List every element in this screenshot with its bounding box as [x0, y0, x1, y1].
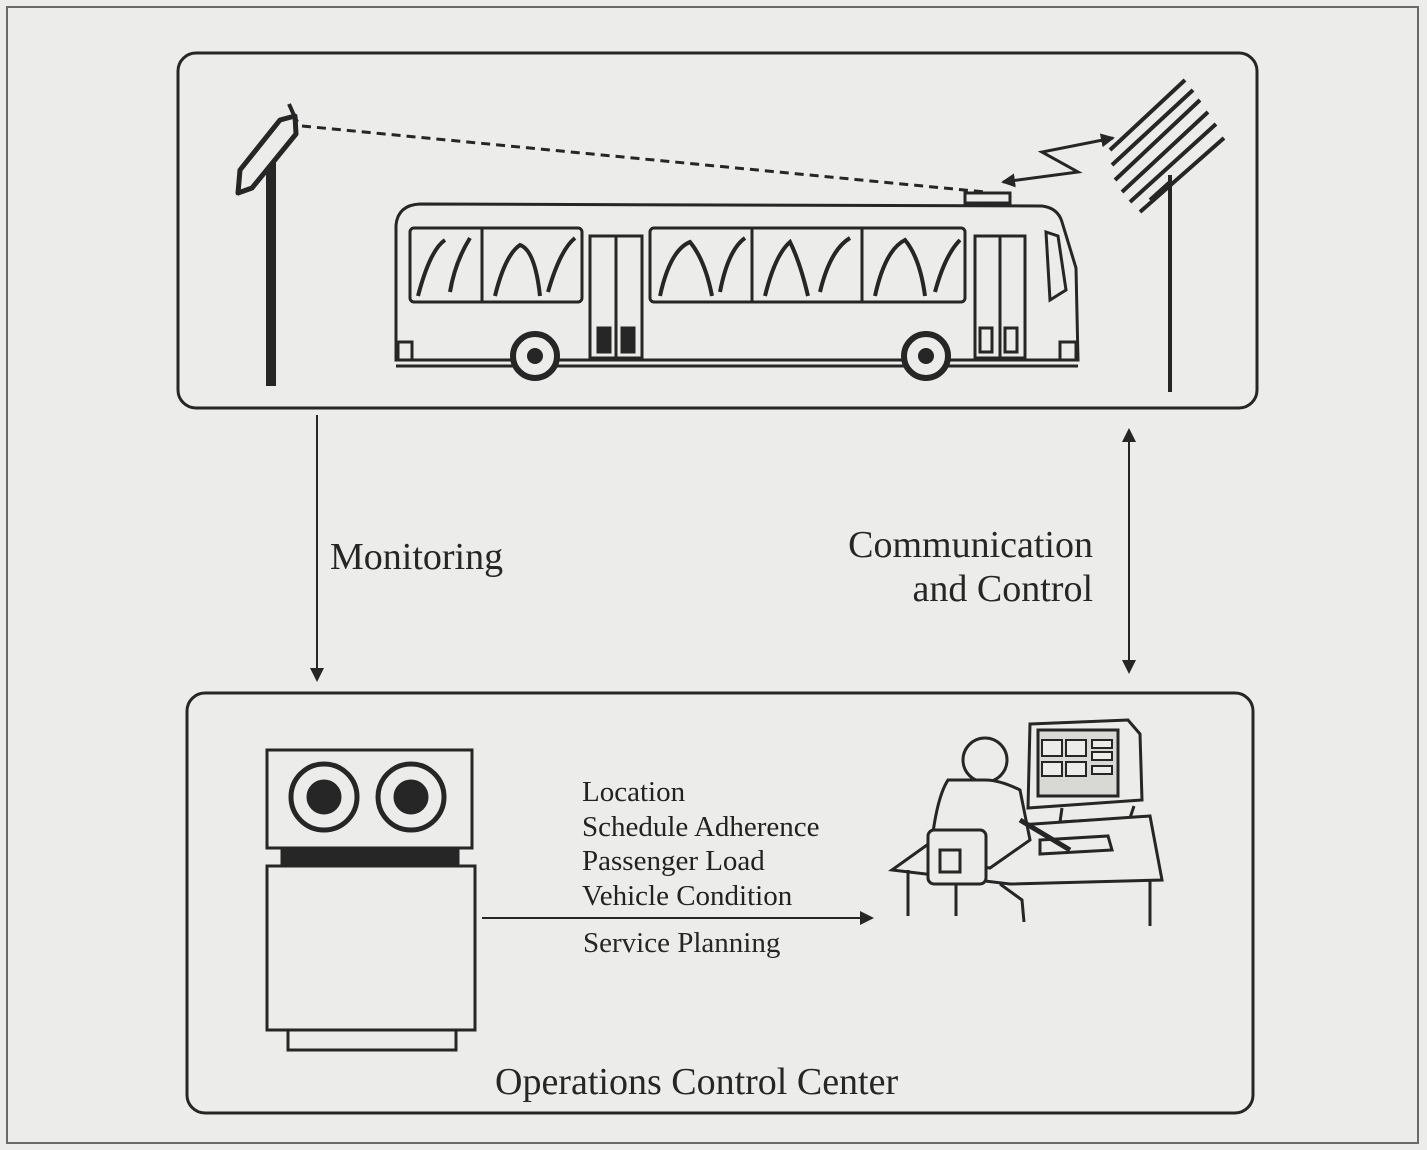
- communication-control-label: Communication and Control: [760, 523, 1093, 611]
- bus-wheel-front: [901, 331, 951, 381]
- communication-label-line2: and Control: [912, 568, 1093, 610]
- bus-icon: [394, 191, 1080, 368]
- operations-center-box: [185, 691, 1255, 1115]
- bus-stop-sign-icon: [235, 103, 299, 386]
- monitoring-label: Monitoring: [330, 536, 504, 578]
- field-operations-box: [176, 51, 1259, 410]
- dispatcher-workstation-icon: [887, 718, 1164, 926]
- data-item: Passenger Load: [582, 845, 765, 877]
- service-planning-label: Service Planning: [583, 927, 781, 959]
- operations-center-label: Operations Control Center: [495, 1061, 899, 1103]
- sightline-dashed: [301, 124, 986, 194]
- radio-link-zigzag: [1001, 133, 1115, 188]
- bus-wheel-rear: [510, 331, 560, 381]
- data-item: Vehicle Condition: [582, 879, 793, 912]
- data-item: Schedule Adherence: [582, 810, 820, 843]
- data-item: Location: [582, 776, 686, 808]
- radio-antenna-icon: [1108, 78, 1226, 392]
- figure-frame: [6, 6, 1419, 1144]
- tape-drive-computer-icon: [265, 748, 477, 1052]
- data-items-list: Location Schedule Adherence Passenger Lo…: [582, 775, 820, 913]
- communication-label-line1: Communication: [848, 524, 1093, 566]
